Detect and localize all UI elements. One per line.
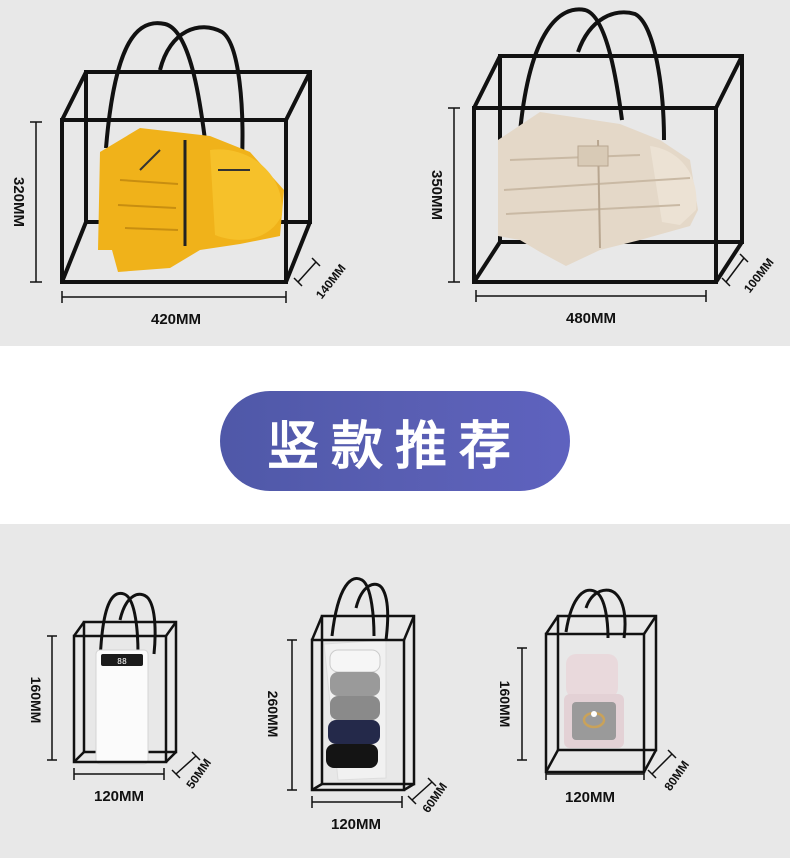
bag-5-depth-label: 80MM xyxy=(661,758,692,793)
bag-1-height-label: 320MM xyxy=(10,177,27,227)
bag-4-width-label: 120MM xyxy=(331,816,381,833)
bag-3-depth-label: 50MM xyxy=(183,756,214,791)
bag-1: 320MM 420MM 140MM xyxy=(10,21,349,328)
bag-5-height-label: 160MM xyxy=(497,681,513,728)
power-bank-image: 88 xyxy=(95,649,149,765)
handle-back xyxy=(518,7,624,133)
bottom-illustrations: 88 160MM 120MM 50MM xyxy=(28,577,692,833)
bag-2-width-label: 480MM xyxy=(566,310,616,327)
top-illustrations: 320MM 420MM 140MM xyxy=(10,7,777,328)
bag-4: 260MM 120MM 60MM xyxy=(265,577,450,833)
handle-front xyxy=(158,25,245,161)
bag-2-depth-label: 100MM xyxy=(741,255,777,295)
bag-3: 88 160MM 120MM 50MM xyxy=(28,591,214,805)
bag-3-width-label: 120MM xyxy=(94,788,144,805)
bag-5-width-label: 120MM xyxy=(565,789,615,806)
ring-box-image xyxy=(564,654,624,748)
handle-back xyxy=(564,588,610,639)
bag-1-depth-label: 140MM xyxy=(313,261,349,301)
top-panel: 320MM 420MM 140MM xyxy=(0,0,790,346)
svg-text:88: 88 xyxy=(117,657,127,666)
bag-3-height-label: 160MM xyxy=(28,677,44,724)
yellow-jacket-image xyxy=(98,128,284,272)
socks-image xyxy=(323,639,387,781)
handle-front xyxy=(584,588,627,639)
bag-2-height-label: 350MM xyxy=(428,170,445,220)
handle-back xyxy=(330,577,376,637)
handle-back xyxy=(98,591,140,665)
vertical-style-banner: 竖款推荐 xyxy=(220,391,570,491)
handle-front xyxy=(576,10,666,141)
bag-4-depth-label: 60MM xyxy=(419,780,450,815)
bottom-panel: 88 160MM 120MM 50MM xyxy=(0,524,790,858)
bag-5: 160MM 120MM 80MM xyxy=(497,588,692,806)
bag-2: 350MM 480MM 100MM xyxy=(428,7,777,327)
banner-title: 竖款推荐 xyxy=(266,416,523,477)
handle-front xyxy=(354,582,390,641)
bag-4-height-label: 260MM xyxy=(265,691,281,738)
bag-1-width-label: 420MM xyxy=(151,311,201,328)
handle-back xyxy=(104,21,207,149)
beige-coat-image xyxy=(498,112,698,266)
